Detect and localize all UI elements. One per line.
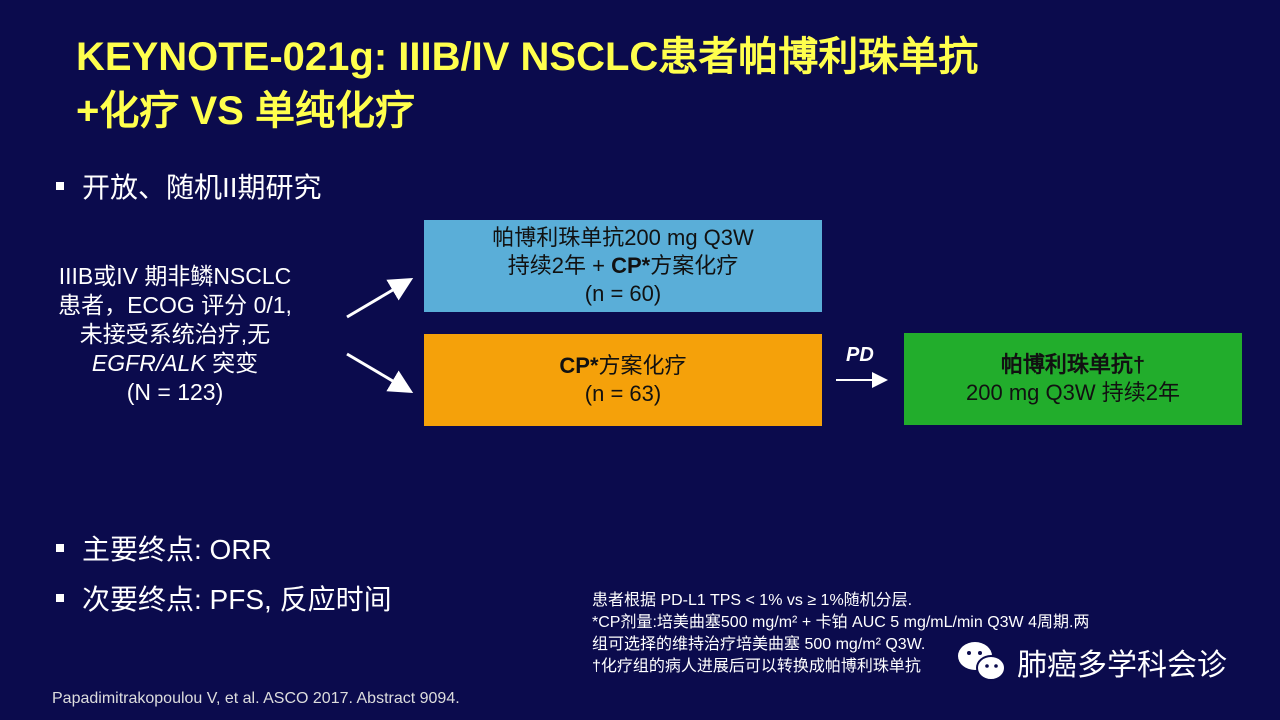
arm2-line: CP*方案化疗 [424, 352, 822, 380]
arm1-n: (n = 60) [584, 281, 662, 306]
pop-line: EGFR/ALK 突变 [20, 349, 330, 378]
watermark: 肺癌多学科会诊 [955, 638, 1227, 686]
crossover-box: 帕博利珠单抗† 200 mg Q3W 持续2年 [904, 333, 1242, 425]
arrow-up-icon [346, 277, 414, 319]
pop-line: 患者，ECOG 评分 0/1, [58, 292, 292, 318]
bullet-icon [56, 182, 64, 190]
wechat-icon [958, 642, 1006, 681]
bullet-icon [56, 544, 64, 552]
arm1-text: 方案化疗 [650, 253, 739, 278]
footnote: †化疗组的病人进展后可以转换成帕博利珠单抗 [592, 658, 921, 675]
pop-text: 突变 [205, 350, 259, 376]
arm-chemo: CP*方案化疗 (n = 63) [424, 334, 822, 426]
population-description: IIIB或IV 期非鳞NSCLC 患者，ECOG 评分 0/1, 未接受系统治疗… [20, 262, 330, 407]
crossover-line: 200 mg Q3W 持续2年 [966, 380, 1180, 405]
bullet-text: 开放、随机II期研究 [82, 172, 322, 203]
arrow-down-icon [346, 352, 414, 394]
bullet-text: 主要终点: ORR [82, 534, 272, 565]
bullet-secondary: 次要终点: PFS, 反应时间 [56, 578, 392, 618]
watermark-text: 肺癌多学科会诊 [1017, 649, 1227, 682]
bullet-icon [56, 594, 64, 602]
pd-label: PD [846, 344, 874, 366]
arm2-cp: CP* [559, 353, 599, 378]
title-line-1: KEYNOTE-021g: IIIB/IV NSCLC患者帕博利珠单抗 [76, 35, 979, 79]
arm2-n: (n = 63) [584, 381, 662, 406]
arm1-text: 持续2年 + [507, 253, 612, 278]
bullet-primary: 主要终点: ORR [56, 528, 272, 568]
pop-line: IIIB或IV 期非鳞NSCLC [58, 263, 292, 289]
title-line-2: +化疗 VS 单纯化疗 [76, 89, 415, 133]
citation: Papadimitrakopoulou V, et al. ASCO 2017.… [52, 690, 460, 707]
arm2-text: 方案化疗 [598, 353, 687, 378]
arm1-cp: CP* [611, 253, 651, 278]
arm1-line: 持续2年 + CP*方案化疗 [424, 252, 822, 280]
slide-title: KEYNOTE-021g: IIIB/IV NSCLC患者帕博利珠单抗 +化疗 … [76, 30, 1226, 138]
footnote: *CP剂量:培美曲塞500 mg/m² + 卡铂 AUC 5 mg/mL/min… [592, 614, 1090, 631]
pop-line: 未接受系统治疗,无 [79, 321, 271, 347]
footnote: 患者根据 PD-L1 TPS < 1% vs ≥ 1%随机分层. [592, 592, 913, 609]
arm1-line: 帕博利珠单抗200 mg Q3W [492, 225, 754, 250]
footnote: 组可选择的维持治疗培美曲塞 500 mg/m² Q3W. [592, 636, 926, 653]
arm-pembrolizumab-chemo: 帕博利珠单抗200 mg Q3W 持续2年 + CP*方案化疗 (n = 60) [424, 220, 822, 312]
footnotes: 患者根据 PD-L1 TPS < 1% vs ≥ 1%随机分层. *CP剂量:培… [592, 590, 1089, 678]
bullet-design: 开放、随机II期研究 [56, 166, 322, 206]
crossover-line: 帕博利珠单抗† [1000, 352, 1146, 377]
pop-line: (N = 123) [126, 379, 224, 405]
bullet-text: 次要终点: PFS, 反应时间 [82, 584, 392, 615]
gene-label: EGFR/ALK [91, 350, 206, 376]
